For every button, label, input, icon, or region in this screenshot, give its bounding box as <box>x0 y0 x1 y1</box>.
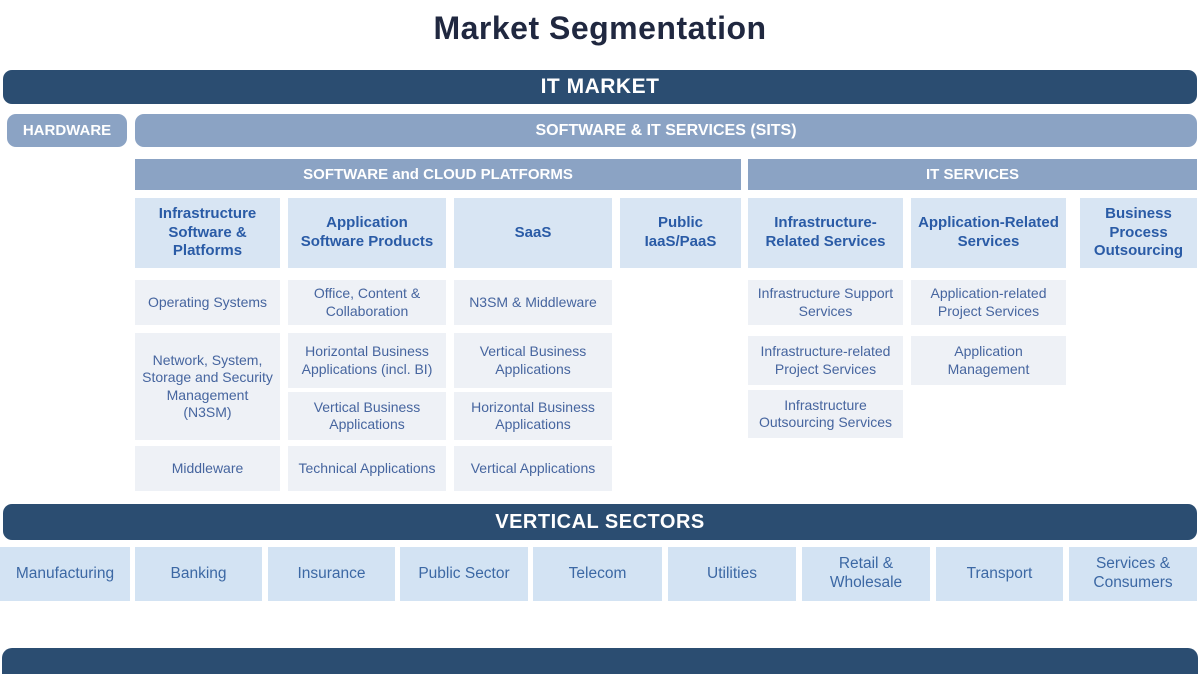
column-header-application-software-products: Application Software Products <box>288 198 446 268</box>
column-header-infrastructure-related-services: Infrastructure-Related Services <box>748 198 903 268</box>
segment-box-middleware: Middleware <box>135 446 280 491</box>
segment-box-infrastructure-outsourcing-services: Infrastructure Outsourcing Services <box>748 390 903 438</box>
segment-box-application-related-project-services: Application-related Project Services <box>911 280 1066 325</box>
column-header-business-process-outsourcing: Business Process Outsourcing <box>1080 198 1197 268</box>
it-services-bar: IT SERVICES <box>748 159 1197 190</box>
vertical-sectors-bar: VERTICAL SECTORS <box>3 504 1197 540</box>
it-market-bar: IT MARKET <box>3 70 1197 104</box>
column-header-application-related-services: Application-Related Services <box>911 198 1066 268</box>
segment-box-application-management: Application Management <box>911 336 1066 385</box>
segment-box-n3sm-middleware: N3SM & Middleware <box>454 280 612 325</box>
segment-box-infrastructure-support-services: Infrastructure Support Services <box>748 280 903 325</box>
sector-box-services-consumers: Services & Consumers <box>1069 547 1197 601</box>
sector-box-manufacturing: Manufacturing <box>0 547 130 601</box>
segment-box-operating-systems: Operating Systems <box>135 280 280 325</box>
column-header-saas: SaaS <box>454 198 612 268</box>
column-header-infrastructure-software-platforms: Infrastructure Software & Platforms <box>135 198 280 268</box>
software-it-services-bar: SOFTWARE & IT SERVICES (SITS) <box>135 114 1197 147</box>
segment-box-saas-horizontal-business-applications: Horizontal Business Applications <box>454 392 612 440</box>
sector-box-retail-wholesale: Retail & Wholesale <box>802 547 930 601</box>
sector-box-public-sector: Public Sector <box>400 547 528 601</box>
sector-box-telecom: Telecom <box>533 547 662 601</box>
segment-box-horizontal-business-applications-bi: Horizontal Business Applications (incl. … <box>288 333 446 388</box>
sector-box-utilities: Utilities <box>668 547 796 601</box>
hardware-box: HARDWARE <box>7 114 127 147</box>
segment-box-office-content-collaboration: Office, Content & Collaboration <box>288 280 446 325</box>
sector-box-insurance: Insurance <box>268 547 395 601</box>
segment-box-technical-applications: Technical Applications <box>288 446 446 491</box>
sector-box-banking: Banking <box>135 547 262 601</box>
segment-box-n3sm: Network, System, Storage and Security Ma… <box>135 333 280 440</box>
segment-box-infrastructure-related-project-services: Infrastructure-related Project Services <box>748 336 903 385</box>
segment-box-vertical-business-applications: Vertical Business Applications <box>288 392 446 440</box>
segment-box-vertical-applications: Vertical Applications <box>454 446 612 491</box>
software-cloud-platforms-bar: SOFTWARE and CLOUD PLATFORMS <box>135 159 741 190</box>
segment-box-saas-vertical-business-applications: Vertical Business Applications <box>454 333 612 388</box>
bottom-accent-bar <box>2 648 1198 674</box>
page-title: Market Segmentation <box>433 10 767 46</box>
column-header-public-iaas-paas: Public IaaS/PaaS <box>620 198 741 268</box>
sector-box-transport: Transport <box>936 547 1063 601</box>
